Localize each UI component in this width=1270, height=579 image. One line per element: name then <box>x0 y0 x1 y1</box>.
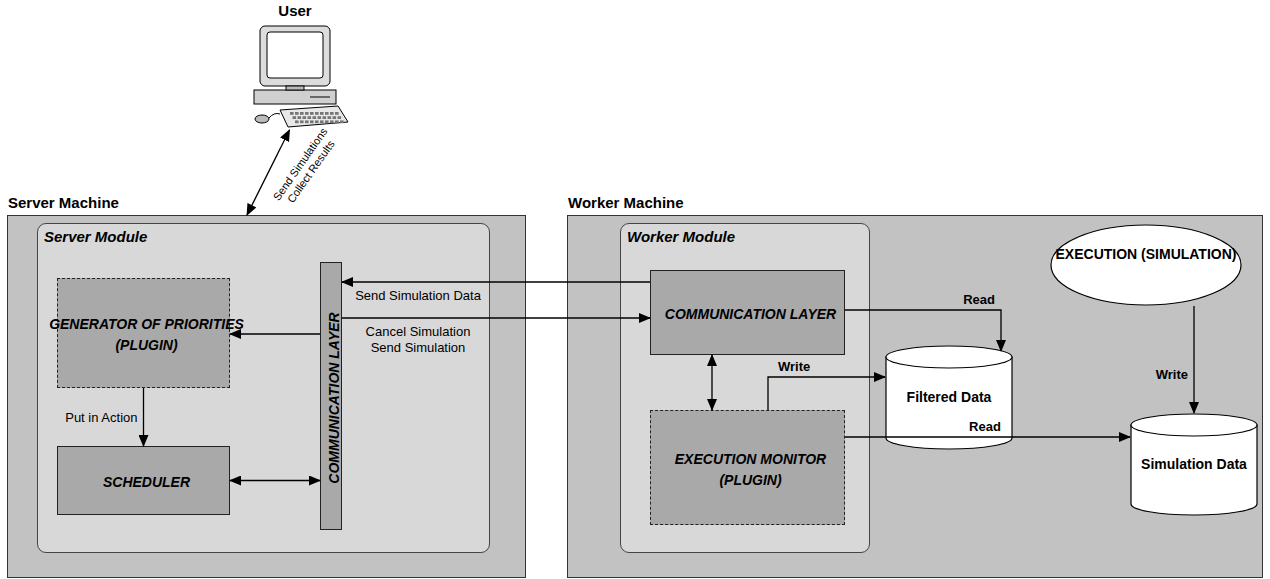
text-holder: EXECUTION MONITOR (PLUGIN) <box>651 411 844 524</box>
node-label: EXECUTION MONITOR <box>669 451 832 468</box>
ellipse-outline <box>1050 224 1242 306</box>
node-label: User <box>240 2 350 19</box>
node-label: Filtered Data <box>901 389 998 406</box>
node-sublabel: (PLUGIN) <box>713 472 787 489</box>
connector-arrow <box>711 355 712 410</box>
node-label: Simulation Data <box>1135 456 1253 473</box>
connector-arrow <box>342 281 650 282</box>
node-label: Worker Module <box>627 228 869 245</box>
plugin-box: EXECUTION MONITOR (PLUGIN) <box>650 410 845 525</box>
text-holder: Simulation Data <box>1130 435 1258 516</box>
node-label: Worker Machine <box>568 194 1262 211</box>
node-label: Server Module <box>44 228 489 245</box>
worker-module: Worker ModuleCOMMUNICATION LAYER EXECUTIO… <box>620 223 870 553</box>
communication-layer: COMMUNICATION LAYER <box>650 270 845 355</box>
node-label: GENERATOR OF PRIORITIES <box>43 316 250 333</box>
edge-label: Read <box>963 292 995 308</box>
edge-label: Cancel Simulation Send Simulation <box>353 324 483 355</box>
connector-arrow <box>143 388 144 446</box>
text-holder: COMMUNICATION LAYER <box>651 271 844 354</box>
connector-arrow <box>768 377 885 410</box>
plugin-box: GENERATOR OF PRIORITIES(PLUGIN) <box>57 278 230 388</box>
edge-label: Write <box>778 359 810 375</box>
node-label: COMMUNICATION LAYER <box>659 306 842 323</box>
node-label: EXECUTION (SIMULATION) <box>1050 246 1243 263</box>
user-terminal: User <box>240 2 350 130</box>
edge-label: Read <box>969 419 1001 435</box>
data-store: Simulation Data <box>1130 413 1258 516</box>
data-store: Filtered Data <box>885 345 1013 450</box>
connector-arrow <box>1193 306 1194 413</box>
communication-layer: COMMUNICATION LAYER <box>320 262 342 530</box>
text-holder: COMMUNICATION LAYER <box>321 263 341 529</box>
edge-label: Send Simulations Collect Results <box>267 119 346 216</box>
node-sublabel: (PLUGIN) <box>109 337 183 354</box>
server-module: Server ModuleGENERATOR OF PRIORITIES(PLU… <box>37 223 490 553</box>
node-label: SCHEDULER <box>97 474 196 491</box>
connector-arrow <box>845 310 1001 351</box>
connector-arrow <box>230 333 320 334</box>
node-label: COMMUNICATION LAYER <box>326 312 342 483</box>
edge-label: Put in Action <box>65 410 137 426</box>
text-holder: SCHEDULER <box>58 447 229 514</box>
node-label: Server Machine <box>8 194 525 211</box>
text-holder: GENERATOR OF PRIORITIES(PLUGIN) <box>58 279 229 387</box>
edge-label: Write <box>1156 367 1188 383</box>
worker-machine: Worker MachineWorker ModuleCOMMUNICATION… <box>567 215 1263 578</box>
scheduler-box: SCHEDULER <box>57 446 230 515</box>
connector-arrow <box>342 317 650 318</box>
computer-icon <box>240 24 350 130</box>
connector-arrow <box>845 436 1130 437</box>
server-machine: Server MachineServer ModuleGENERATOR OF … <box>7 215 526 578</box>
connector-arrow <box>230 480 320 481</box>
edge-label: Send Simulation Data <box>355 288 481 304</box>
text-holder: EXECUTION (SIMULATION) <box>1050 224 1242 306</box>
execution-ellipse: EXECUTION (SIMULATION) <box>1050 224 1242 306</box>
